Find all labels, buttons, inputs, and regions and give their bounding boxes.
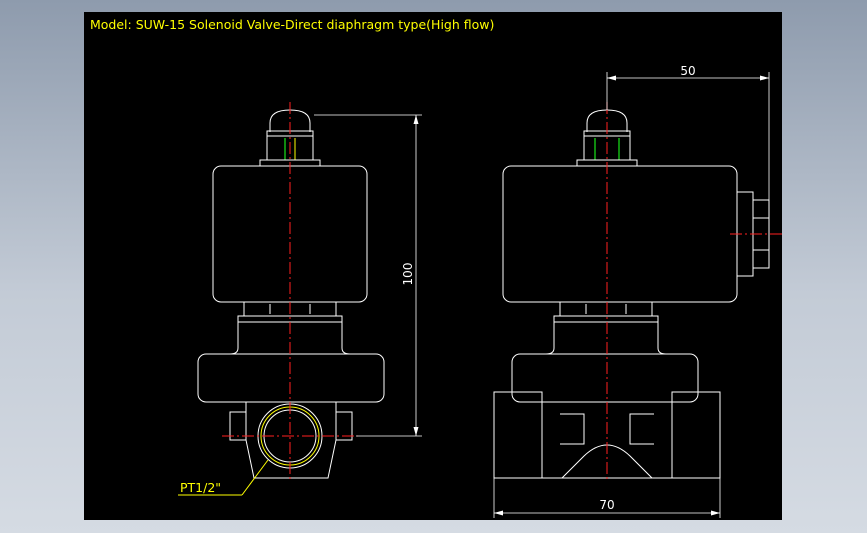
side-nut-body <box>545 322 667 355</box>
port-callout: PT1/2" <box>178 459 269 496</box>
side-inner-passage <box>629 413 654 445</box>
height-dimension-value: 100 <box>401 263 415 286</box>
dimension-top-width: 50 <box>606 64 770 200</box>
arrow-icon <box>494 510 503 516</box>
arrow-icon <box>413 115 419 124</box>
arrow-icon <box>711 510 720 516</box>
front-valve-body <box>197 353 385 403</box>
front-view <box>197 102 385 482</box>
side-valve-body <box>511 353 699 403</box>
side-coil-housing <box>502 165 738 303</box>
drawing-title: Model: SUW-15 Solenoid Valve-Direct diap… <box>90 17 494 32</box>
top-width-dimension-value: 50 <box>680 64 695 78</box>
side-neck <box>559 301 653 317</box>
bottom-width-dimension-value: 70 <box>599 498 614 512</box>
dimension-height: 100 <box>314 114 422 437</box>
arrow-icon <box>760 75 769 81</box>
side-inner-passage <box>560 413 585 445</box>
cad-drawing: Model: SUW-15 Solenoid Valve-Direct diap… <box>90 17 782 518</box>
dimension-bottom-width: 70 <box>493 478 721 518</box>
port-size-label: PT1/2" <box>180 480 221 495</box>
cad-drawing-area: Model: SUW-15 Solenoid Valve-Direct diap… <box>84 12 782 520</box>
front-port-block <box>229 402 353 479</box>
side-view <box>493 102 782 482</box>
side-outlet-port <box>671 391 721 479</box>
side-nut-top <box>553 315 659 323</box>
callout-leader <box>241 459 269 496</box>
arrow-icon <box>607 75 616 81</box>
arrow-icon <box>413 427 419 436</box>
side-inlet-port <box>493 391 543 479</box>
